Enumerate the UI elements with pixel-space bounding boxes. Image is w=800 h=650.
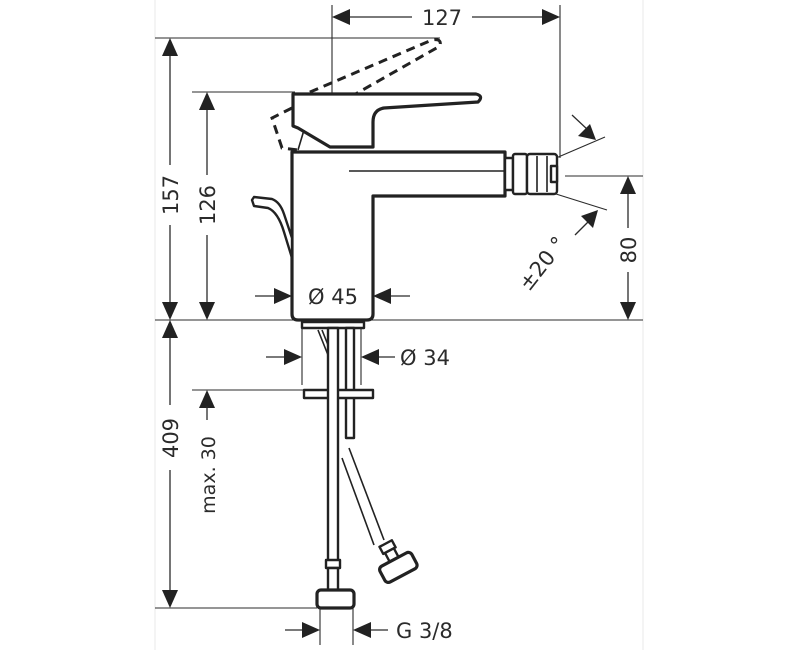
dim-label-127: 127 [422,6,462,30]
dim-label-angle: ±20 ° [514,232,571,295]
dimension-diameter-34: Ø 34 [266,346,450,370]
mounting-assembly [300,320,419,610]
dimension-height-157: 157 [155,37,440,320]
dimension-height-80: 80 [565,175,643,320]
nozzle-aerator [503,152,559,196]
dim-label-80: 80 [617,237,641,264]
dimension-max-30: max. 30 [192,389,304,514]
dim-label-409: 409 [159,418,183,458]
lever-handle [291,92,483,149]
dimension-diameter-45: Ø 45 [255,285,410,309]
dimension-length-409: 409 [155,320,317,609]
dim-label-157: 157 [159,175,183,215]
connection-nut [315,588,356,610]
mixer-body [290,150,507,322]
drawing-frame [154,0,644,650]
dimension-width-127: 127 [331,5,561,158]
faucet-body [250,38,559,322]
dim-label-max30: max. 30 [198,436,220,514]
dimension-height-126: 126 [192,91,295,320]
dim-label-126: 126 [196,185,220,225]
popup-lever [250,195,294,260]
dimension-thread-g38: G 3/8 [285,608,453,645]
dim-label-d45: Ø 45 [308,285,358,309]
lever-raised-outline [295,38,442,100]
dim-label-d34: Ø 34 [400,346,450,370]
dim-label-g38: G 3/8 [396,619,453,643]
